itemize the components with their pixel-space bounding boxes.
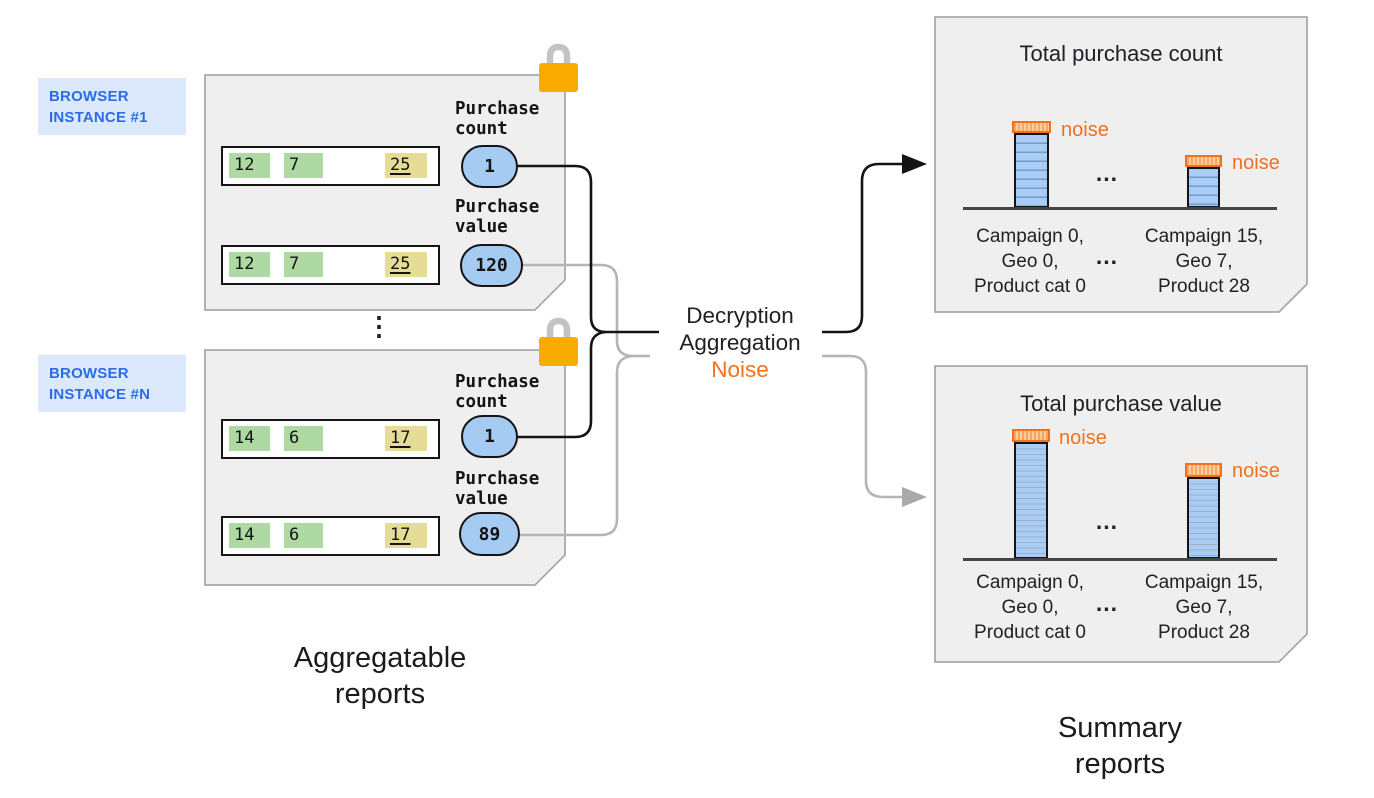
summary-count-title: Total purchase count bbox=[1019, 41, 1223, 66]
noise-cap bbox=[1185, 463, 1222, 477]
labels-ellipsis: ... bbox=[1095, 590, 1119, 616]
noise-annotation: noise bbox=[1232, 460, 1280, 482]
process-decryption: Decryption bbox=[686, 303, 794, 328]
noise-cap bbox=[1012, 121, 1051, 133]
value-xlabel-group-1: Campaign 0, Geo 0, Product cat 0 bbox=[974, 572, 1086, 643]
bucket-cell: 7 bbox=[284, 153, 323, 178]
labels-ellipsis: ... bbox=[1095, 243, 1119, 269]
bucket-cell-highlighted: 25 bbox=[385, 153, 427, 178]
process-noise: Noise bbox=[711, 357, 769, 382]
purchase-value-label-n: Purchase value bbox=[455, 469, 540, 509]
lock-icon-2 bbox=[539, 317, 578, 366]
badge-line: BROWSER bbox=[49, 88, 129, 105]
purchase-count-pill-n: 1 bbox=[461, 415, 518, 458]
bucket-cell-highlighted: 25 bbox=[385, 252, 427, 277]
reports-ellipsis: ⋮ bbox=[366, 311, 392, 341]
aggregatable-reports-caption: Aggregatable reports bbox=[293, 642, 467, 710]
count-xlabel-group-2: Campaign 15, Geo 7, Product 28 bbox=[1144, 226, 1264, 297]
purchase-count-label-n: Purchase count bbox=[455, 372, 540, 412]
bars-ellipsis: ... bbox=[1095, 508, 1119, 534]
purchase-value-pill-n: 89 bbox=[459, 512, 520, 556]
value-arrowhead bbox=[902, 487, 927, 507]
summary-panel-count-bg bbox=[934, 16, 1308, 313]
purchase-count-pill-1: 1 bbox=[461, 145, 518, 188]
process-steps: Decryption Aggregation Noise bbox=[645, 302, 835, 383]
bucket-cell: 6 bbox=[284, 426, 323, 451]
count-xlabel-group-1: Campaign 0, Geo 0, Product cat 0 bbox=[974, 226, 1086, 297]
purchase-value-label-1: Purchase value bbox=[455, 197, 540, 237]
bucket-cell: 14 bbox=[229, 523, 270, 548]
badge-line: INSTANCE #1 bbox=[49, 109, 148, 126]
noise-annotation: noise bbox=[1059, 427, 1107, 449]
count-chart-axis bbox=[963, 207, 1277, 210]
reportN-histogram-row-2: 14 6 17 bbox=[221, 516, 440, 556]
value-bar-1 bbox=[1014, 442, 1048, 559]
report1-histogram-row-2: 12 7 25 bbox=[221, 245, 440, 285]
summary-reports-caption: Summary reports bbox=[1057, 712, 1183, 780]
noise-cap bbox=[1012, 429, 1050, 442]
reportN-histogram-row-1: 14 6 17 bbox=[221, 419, 440, 459]
bucket-cell: 14 bbox=[229, 426, 270, 451]
noise-annotation: noise bbox=[1061, 119, 1109, 141]
bucket-cell-highlighted: 17 bbox=[385, 426, 427, 451]
browser-instance-1-badge: BROWSER INSTANCE #1 bbox=[38, 78, 186, 135]
report1-histogram-row-1: 12 7 25 bbox=[221, 146, 440, 186]
purchase-count-label-1: Purchase count bbox=[455, 99, 540, 139]
lock-icon-1 bbox=[539, 43, 578, 92]
bucket-cell: 12 bbox=[229, 153, 270, 178]
badge-line: BROWSER bbox=[49, 365, 129, 382]
count-bar-2 bbox=[1187, 167, 1220, 208]
value-xlabel-group-2: Campaign 15, Geo 7, Product 28 bbox=[1144, 572, 1264, 643]
summary-value-title: Total purchase value bbox=[1020, 391, 1222, 416]
browser-instance-n-badge: BROWSER INSTANCE #N bbox=[38, 355, 186, 412]
count-arrowhead bbox=[902, 154, 927, 174]
value-connector-lines bbox=[516, 263, 902, 537]
bucket-cell: 6 bbox=[284, 523, 323, 548]
bucket-cell: 7 bbox=[284, 252, 323, 277]
bars-ellipsis: ... bbox=[1095, 160, 1119, 186]
noise-cap bbox=[1185, 155, 1222, 167]
value-chart-axis bbox=[963, 558, 1277, 561]
badge-line: INSTANCE #N bbox=[49, 386, 151, 403]
count-bar-1 bbox=[1014, 133, 1049, 208]
bucket-cell: 12 bbox=[229, 252, 270, 277]
bucket-cell-highlighted: 17 bbox=[385, 523, 427, 548]
count-connector-lines bbox=[514, 162, 902, 439]
value-bar-2 bbox=[1187, 477, 1220, 559]
purchase-value-pill-1: 120 bbox=[460, 244, 523, 287]
process-aggregation: Aggregation bbox=[679, 330, 801, 355]
noise-annotation: noise bbox=[1232, 152, 1280, 174]
